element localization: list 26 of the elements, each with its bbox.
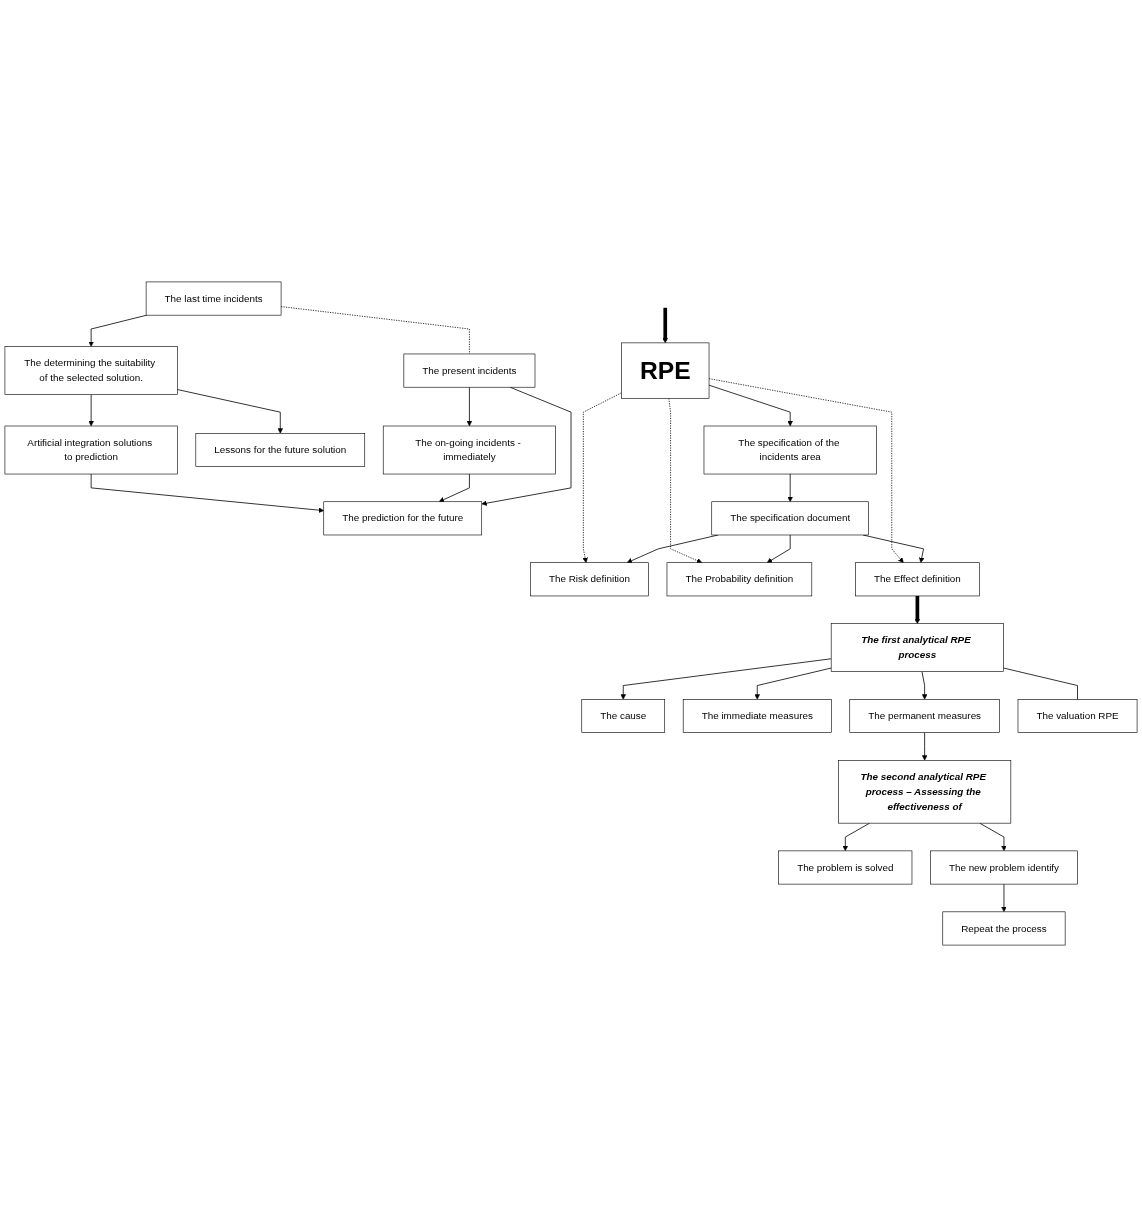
node-box: The prediction for the future bbox=[323, 501, 483, 536]
node-box: RPE bbox=[621, 342, 710, 399]
arrow bbox=[662, 307, 668, 344]
node-box: The Probability definition bbox=[666, 562, 813, 597]
node-box: The on-going incidents - immediately bbox=[382, 425, 556, 475]
node-box: The first analytical RPE process bbox=[830, 623, 1004, 672]
connector bbox=[280, 306, 470, 355]
node-box: Repeat the process bbox=[942, 911, 1066, 946]
node-box: The valuation RPE bbox=[1017, 699, 1138, 733]
node-box: Lessons for the future solution bbox=[195, 433, 366, 467]
node-box: The second analytical RPE process – Assessing the effectiveness of bbox=[838, 760, 1012, 824]
node-box: The cause bbox=[581, 699, 666, 733]
node-box: The specification document bbox=[711, 501, 869, 536]
node-box: The permanent measures bbox=[849, 699, 1000, 733]
node-box: The last time incidents bbox=[145, 281, 282, 316]
node-box: The present incidents bbox=[403, 353, 536, 388]
node-box: The determining the suitability of the selected solution. bbox=[4, 346, 178, 395]
connector bbox=[1003, 667, 1078, 700]
node-box: The new problem identify bbox=[930, 850, 1078, 885]
arrow bbox=[914, 595, 921, 624]
node-box: The problem is solved bbox=[778, 850, 913, 885]
node-box: The specification of the incidents area bbox=[703, 425, 877, 475]
node-box: The immediate measures bbox=[682, 699, 832, 733]
node-box: The Risk definition bbox=[530, 562, 649, 597]
node-box: The Effect definition bbox=[855, 562, 980, 597]
node-box: Artificial integration solutions to prediction bbox=[4, 425, 178, 475]
